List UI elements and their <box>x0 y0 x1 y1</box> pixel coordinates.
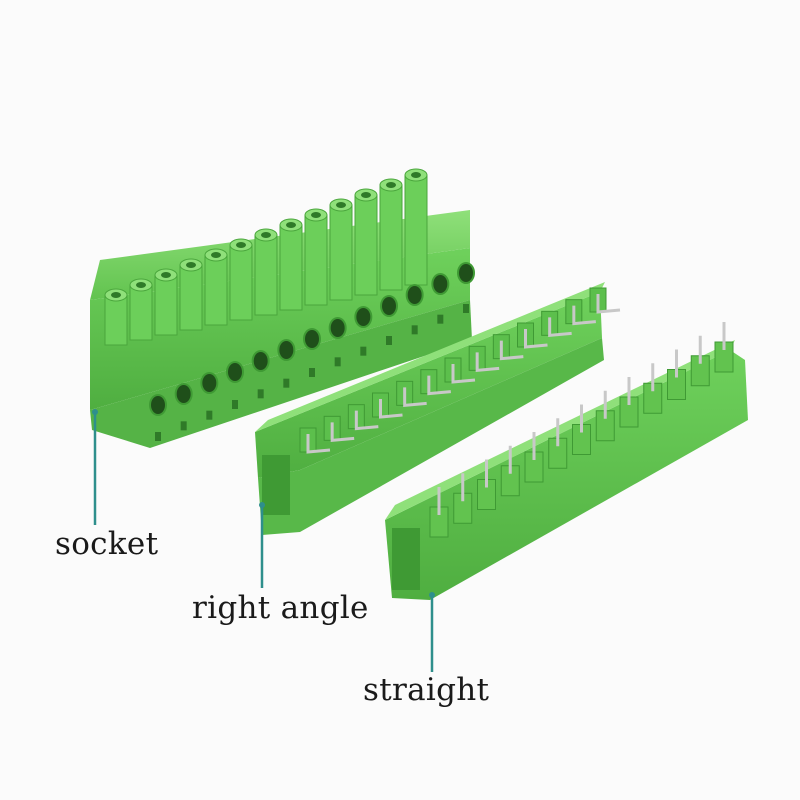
right-angle-pin <box>379 399 403 419</box>
socket-screw-slot <box>334 357 341 367</box>
right-angle-pins <box>306 294 621 454</box>
right-angle-top-edge <box>255 282 605 432</box>
socket-tower <box>104 294 128 346</box>
socket-wire-hole <box>380 295 398 317</box>
socket-tower <box>179 264 203 331</box>
socket-lower-face <box>90 300 472 448</box>
straight-end-slot <box>392 528 420 590</box>
socket-tower-hole <box>161 272 171 278</box>
socket-leader-dot <box>92 409 98 415</box>
socket-screw-slot <box>283 378 290 388</box>
socket-wire-hole <box>457 262 475 284</box>
socket-wire-hole <box>405 284 424 306</box>
leader-lines <box>92 409 435 672</box>
socket-wire-hole <box>226 361 244 383</box>
socket-tower-hole <box>111 292 121 298</box>
socket-tower-hole <box>286 222 296 228</box>
right-angle-leader-dot <box>259 502 265 508</box>
socket-tower-hole <box>261 232 271 238</box>
right-angle-pin <box>354 410 379 431</box>
socket-tower-hole <box>211 252 221 258</box>
right-angle-pin <box>524 329 548 349</box>
socket-tower <box>304 214 328 306</box>
socket-tower <box>329 204 353 301</box>
right-angle-pin <box>499 340 524 361</box>
socket-wire-hole <box>328 317 347 339</box>
socket-wire-hole <box>354 306 373 328</box>
socket-tower-hole <box>136 282 146 288</box>
right-angle-end-slot <box>262 455 290 515</box>
socket-screw-slot <box>360 346 367 356</box>
right-angle-pin <box>403 387 427 407</box>
socket-wire-hole <box>200 372 219 394</box>
socket-tower <box>154 274 178 336</box>
socket-wire-hole <box>149 394 167 416</box>
socket-wire-hole <box>174 383 193 405</box>
straight-pins <box>437 322 726 515</box>
right-angle-header <box>255 282 621 535</box>
socket-screw-slot <box>386 336 392 345</box>
socket-screw-slot <box>232 400 238 409</box>
right-angle-pin <box>548 317 572 337</box>
right-angle-label: right angle <box>192 590 369 626</box>
socket-screw-slot <box>180 421 187 431</box>
socket-screw-slot <box>155 432 161 441</box>
socket-tower-hole <box>411 172 421 178</box>
socket-tower-hole <box>311 212 321 218</box>
socket-connector <box>90 168 475 448</box>
right-angle-pin <box>451 364 476 384</box>
socket-tower-hole <box>236 242 246 248</box>
socket-screw-slot <box>206 410 213 420</box>
socket-screw-slot <box>257 389 264 399</box>
straight-header <box>385 322 748 600</box>
socket-screw-slot <box>309 368 315 377</box>
socket-tower <box>379 184 403 291</box>
right-angle-front <box>258 338 604 535</box>
socket-tower <box>404 174 428 286</box>
socket-tower <box>354 194 378 296</box>
socket-tower-hole <box>361 192 371 198</box>
socket-towers <box>104 168 428 346</box>
right-angle-pin <box>475 352 500 372</box>
socket-wire-hole <box>303 328 321 350</box>
socket-tower-hole <box>386 182 396 188</box>
socket-screw-slot <box>411 325 418 335</box>
right-angle-pin <box>572 305 596 326</box>
straight-label: straight <box>363 672 490 708</box>
socket-wire-hole <box>431 273 450 295</box>
socket-screw-slot <box>437 314 444 324</box>
socket-tower <box>254 234 278 316</box>
socket-tower-hole <box>336 202 346 208</box>
straight-leader-dot <box>429 592 435 598</box>
socket-tower <box>204 254 228 326</box>
right-angle-pin <box>427 375 451 396</box>
socket-tower <box>279 224 303 311</box>
right-angle-pin <box>330 422 355 442</box>
socket-wire-hole <box>277 339 296 361</box>
right-angle-pin <box>306 434 331 454</box>
socket-tower <box>229 244 253 321</box>
socket-holes <box>149 262 475 416</box>
right-angle-pin <box>596 294 621 314</box>
socket-wire-hole <box>251 350 270 372</box>
socket-label: socket <box>55 526 159 562</box>
socket-screw-slot <box>463 304 469 313</box>
socket-tower <box>129 284 153 341</box>
socket-tower-hole <box>186 262 196 268</box>
socket-slots <box>155 304 469 441</box>
